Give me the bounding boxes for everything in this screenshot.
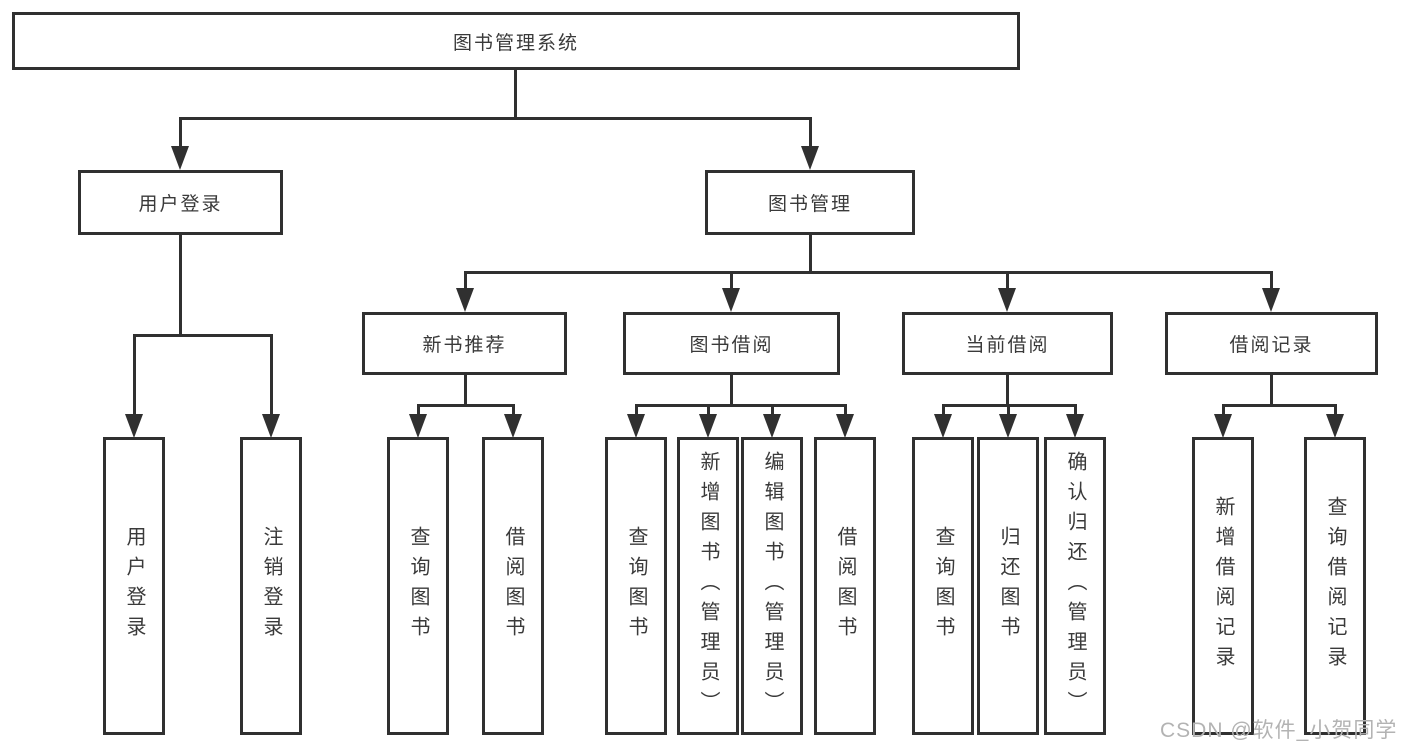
connector-line	[133, 334, 273, 337]
connector-line	[464, 271, 467, 290]
connector-line	[1074, 404, 1077, 416]
leaf-label: 注销登录	[260, 526, 282, 646]
leaf-label: 查询图书	[407, 526, 429, 646]
arrowhead-down-icon	[171, 146, 189, 170]
connector-line	[1334, 404, 1337, 416]
node-label: 用户登录	[138, 194, 223, 215]
arrowhead-down-icon	[1066, 414, 1084, 438]
arrowhead-down-icon	[763, 414, 781, 438]
node-label: 图书管理系统	[452, 32, 579, 54]
connector-line	[809, 117, 812, 148]
connector-line	[707, 404, 710, 416]
leaf-label: 查询图书	[932, 526, 954, 646]
leaf-return-book: 归还图书	[977, 437, 1039, 735]
connector-line	[464, 271, 1272, 274]
connector-line	[942, 404, 945, 416]
leaf-edit-book-admin: 编辑图书（管理员）	[741, 437, 803, 735]
csdn-watermark: CSDN @软件_小贺同学	[1160, 719, 1398, 742]
connector-line	[464, 374, 467, 407]
connector-line	[1222, 404, 1337, 407]
leaf-label: 查询图书	[625, 526, 647, 646]
node-label: 新书推荐	[422, 335, 507, 356]
leaf-add-borrow-record: 新增借阅记录	[1192, 437, 1254, 735]
connector-line	[1006, 374, 1009, 407]
arrowhead-down-icon	[504, 414, 522, 438]
connector-line	[1222, 404, 1225, 416]
node-user-login: 用户登录	[78, 170, 283, 235]
connector-line	[417, 404, 515, 407]
connector-line	[1007, 404, 1010, 416]
leaf-query-books-borrow: 查询图书	[605, 437, 667, 735]
node-label: 图书管理	[767, 194, 852, 215]
connector-line	[809, 234, 812, 274]
arrowhead-down-icon	[998, 288, 1016, 312]
connector-line	[771, 404, 774, 416]
arrowhead-down-icon	[836, 414, 854, 438]
leaf-label: 新增图书（管理员）	[697, 451, 719, 721]
leaf-query-books-current: 查询图书	[912, 437, 974, 735]
arrowhead-down-icon	[1214, 414, 1232, 438]
connector-line	[133, 334, 136, 416]
connector-line	[730, 374, 733, 407]
arrowhead-down-icon	[999, 414, 1017, 438]
leaf-label: 归还图书	[997, 526, 1019, 646]
node-label: 图书借阅	[689, 335, 774, 356]
connector-line	[514, 69, 517, 118]
node-book-management: 图书管理	[705, 170, 915, 235]
leaf-label: 用户登录	[123, 526, 145, 646]
connector-line	[635, 404, 638, 416]
leaf-label: 借阅图书	[834, 526, 856, 646]
leaf-add-book-admin: 新增图书（管理员）	[677, 437, 739, 735]
node-label: 借阅记录	[1229, 335, 1314, 356]
arrowhead-down-icon	[801, 146, 819, 170]
connector-line	[179, 117, 812, 120]
leaf-label: 确认归还（管理员）	[1064, 451, 1086, 721]
node-current-borrow: 当前借阅	[902, 312, 1113, 375]
connector-line	[1270, 374, 1273, 407]
connector-line	[417, 404, 420, 416]
arrowhead-down-icon	[262, 414, 280, 438]
node-label: 当前借阅	[965, 335, 1050, 356]
connector-line	[1270, 271, 1273, 290]
connector-line	[512, 404, 515, 416]
connector-line	[635, 404, 847, 407]
arrowhead-down-icon	[627, 414, 645, 438]
leaf-query-borrow-record: 查询借阅记录	[1304, 437, 1366, 735]
leaf-label: 新增借阅记录	[1212, 496, 1234, 676]
arrowhead-down-icon	[699, 414, 717, 438]
arrowhead-down-icon	[409, 414, 427, 438]
arrowhead-down-icon	[722, 288, 740, 312]
connector-line	[730, 271, 733, 290]
node-borrow-records: 借阅记录	[1165, 312, 1378, 375]
arrowhead-down-icon	[456, 288, 474, 312]
leaf-confirm-return-admin: 确认归还（管理员）	[1044, 437, 1106, 735]
leaf-query-books-recommend: 查询图书	[387, 437, 449, 735]
leaf-user-login: 用户登录	[103, 437, 165, 735]
connector-line	[179, 117, 182, 148]
node-new-book-recommend: 新书推荐	[362, 312, 567, 375]
arrowhead-down-icon	[1262, 288, 1280, 312]
leaf-label: 查询借阅记录	[1324, 496, 1346, 676]
node-library-system: 图书管理系统	[12, 12, 1020, 70]
leaf-borrow-books: 借阅图书	[814, 437, 876, 735]
connector-line	[179, 234, 182, 337]
connector-line	[844, 404, 847, 416]
leaf-label: 借阅图书	[502, 526, 524, 646]
connector-line	[1006, 271, 1009, 290]
arrowhead-down-icon	[934, 414, 952, 438]
leaf-borrow-books-recommend: 借阅图书	[482, 437, 544, 735]
arrowhead-down-icon	[1326, 414, 1344, 438]
arrowhead-down-icon	[125, 414, 143, 438]
leaf-logout: 注销登录	[240, 437, 302, 735]
connector-line	[270, 334, 273, 416]
leaf-label: 编辑图书（管理员）	[761, 451, 783, 721]
node-book-borrow: 图书借阅	[623, 312, 840, 375]
